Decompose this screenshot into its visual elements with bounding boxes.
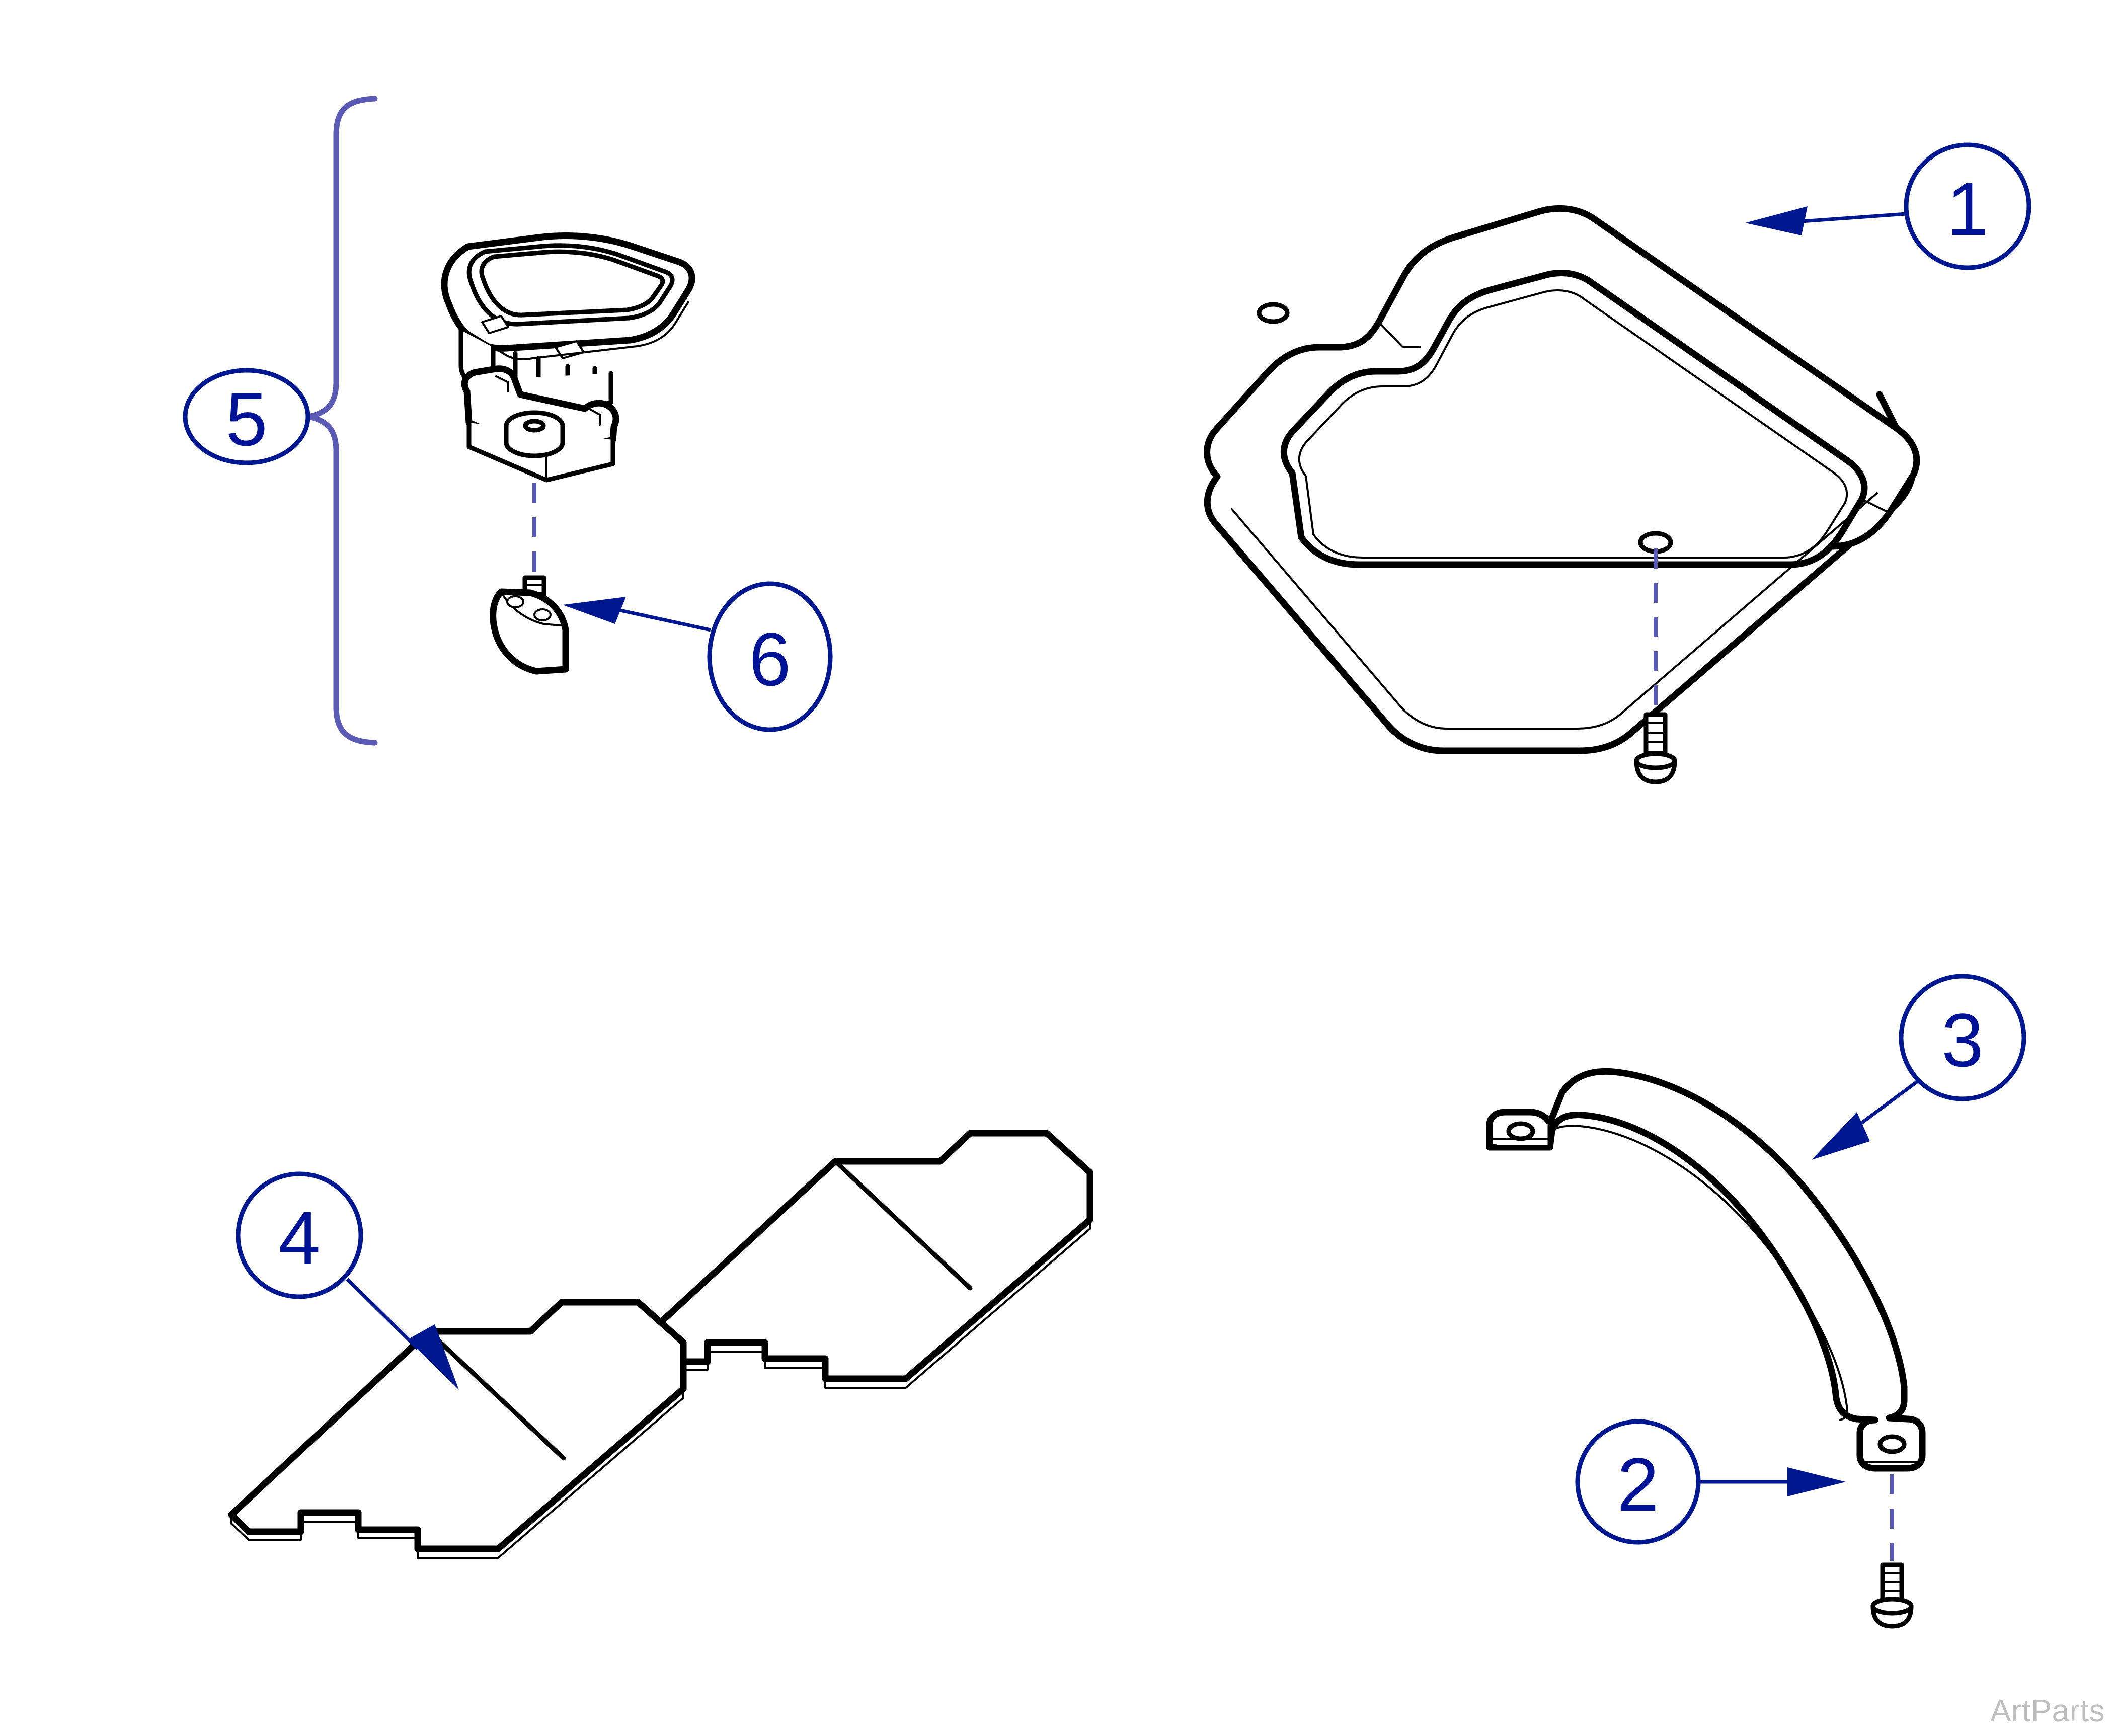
callout-4-arrowhead	[408, 1324, 459, 1390]
callout-6[interactable]: 6	[563, 581, 833, 732]
part-flat-panel-lower	[228, 1299, 687, 1559]
callout-2-arrowhead	[1787, 1467, 1846, 1496]
callout-2-label: 2	[1617, 1442, 1659, 1527]
pan-head-screw-seat-pan	[1634, 712, 1677, 784]
part-armrest-assembly	[441, 232, 695, 483]
callout-5-bracket	[306, 96, 378, 746]
callout-1-arrowhead	[1745, 206, 1808, 235]
watermark: ArtParts	[1990, 1694, 2105, 1728]
callout-4-circle[interactable]	[236, 1171, 363, 1299]
part-curved-grab-bar	[1486, 1068, 1926, 1472]
part-armrest-knob	[490, 575, 569, 675]
callout-1-leader	[1801, 212, 1907, 223]
callout-3-circle[interactable]	[1899, 974, 2026, 1101]
callout-5-label: 5	[225, 377, 267, 461]
callout-3-arrowhead	[1812, 1112, 1870, 1160]
callout-5[interactable]: 5	[183, 368, 310, 465]
part-upholstered-seat-pan	[1204, 205, 1920, 754]
callout-1[interactable]: 1	[1745, 142, 2031, 270]
callout-1-circle[interactable]	[1904, 142, 2031, 270]
callout-6-label: 6	[749, 617, 791, 701]
pan-head-screw-grab-bar	[1870, 1562, 1914, 1629]
callout-6-leader	[617, 608, 711, 632]
callout-2-circle[interactable]	[1575, 1419, 1701, 1545]
callout-3-leader	[1850, 1079, 1920, 1132]
callout-4[interactable]: 4	[0, 0, 459, 1390]
callout-6-arrowhead	[563, 597, 626, 624]
callout-2[interactable]: 2	[1575, 1419, 1846, 1545]
callout-5-circle[interactable]	[183, 368, 310, 465]
callout-4-label: 4	[278, 1196, 320, 1280]
callout-4-leader	[346, 1278, 419, 1350]
callout-1-label: 1	[1946, 167, 1988, 251]
callout-3-label: 3	[1941, 998, 1983, 1082]
callout-6-circle[interactable]	[707, 581, 833, 732]
callout-3[interactable]: 3	[1812, 974, 2026, 1160]
part-flat-panel-upper	[633, 1130, 1093, 1389]
